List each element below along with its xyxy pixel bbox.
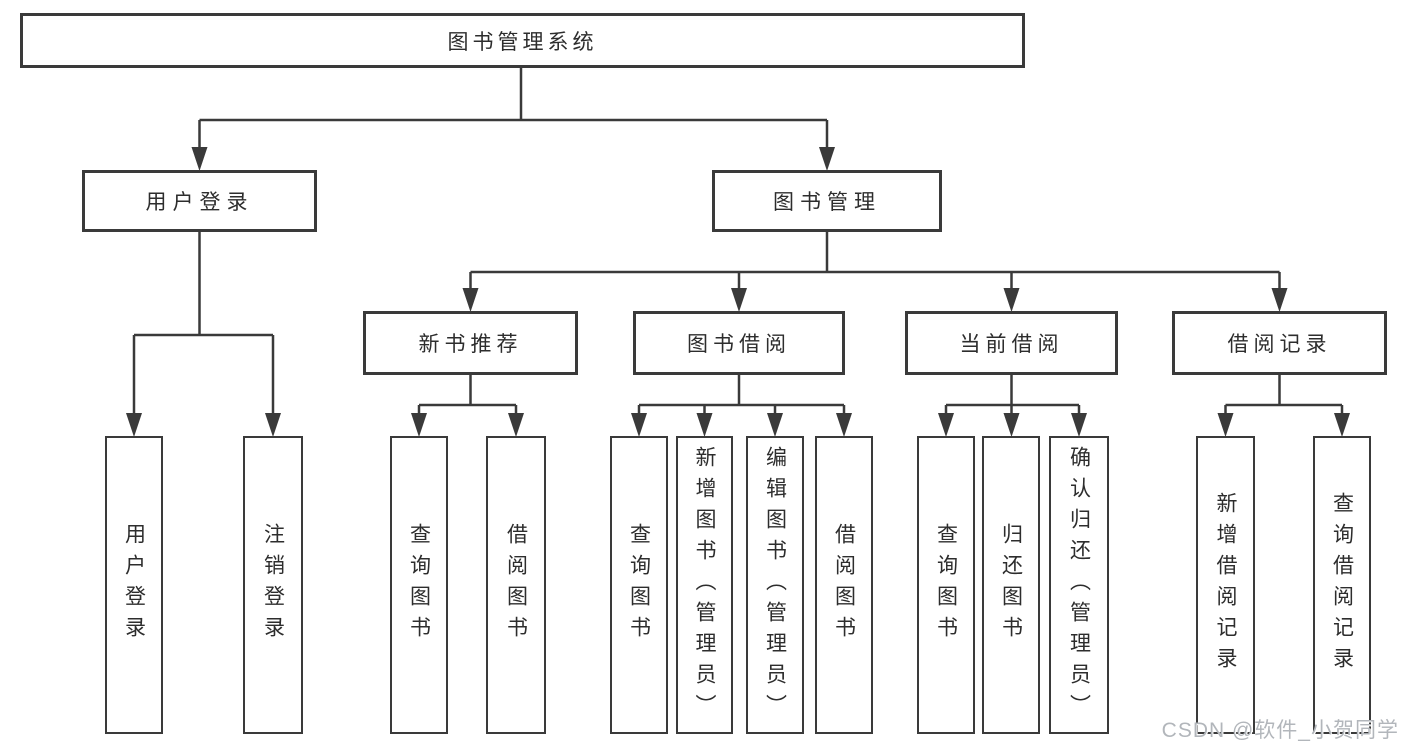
- node-leaf-query-books-3: 查询图书: [917, 436, 975, 734]
- node-label: 借阅图书: [504, 523, 528, 647]
- node-leaf-edit-books-admin: 编辑图书（管理员）: [746, 436, 804, 734]
- node-label: 编辑图书（管理员）: [763, 445, 787, 725]
- node-leaf-return-books: 归还图书: [982, 436, 1040, 734]
- node-label: 归还图书: [999, 523, 1023, 647]
- node-book-management: 图书管理: [712, 170, 942, 232]
- node-leaf-user-login: 用户登录: [105, 436, 163, 734]
- node-label: 用户登录: [145, 191, 254, 214]
- node-label: 用户登录: [122, 523, 146, 647]
- node-current-borrowing: 当前借阅: [905, 311, 1118, 375]
- node-label: 注销登录: [261, 523, 285, 647]
- node-label: 图书管理: [773, 191, 881, 214]
- node-leaf-confirm-return-admin: 确认归还（管理员）: [1049, 436, 1109, 734]
- node-label: 新增图书（管理员）: [693, 445, 716, 725]
- node-borrowing-records: 借阅记录: [1172, 311, 1387, 375]
- node-user-login: 用户登录: [82, 170, 317, 232]
- node-label: 查询图书: [407, 523, 431, 647]
- node-leaf-query-books-1: 查询图书: [390, 436, 448, 734]
- node-library-management-system: 图书管理系统: [20, 13, 1025, 68]
- node-label: 图书借阅: [687, 333, 791, 356]
- arrowheads: [126, 147, 1350, 437]
- node-label: 查询图书: [627, 523, 651, 647]
- node-leaf-borrow-books-1: 借阅图书: [486, 436, 546, 734]
- node-leaf-add-borrow-record: 新增借阅记录: [1196, 436, 1255, 734]
- node-leaf-query-borrow-record: 查询借阅记录: [1313, 436, 1371, 734]
- csdn-watermark: CSDN @软件_小贺同学: [1161, 719, 1399, 742]
- node-label: 查询图书: [934, 523, 958, 647]
- node-leaf-borrow-books-2: 借阅图书: [815, 436, 873, 734]
- node-label: 确认归还（管理员）: [1067, 445, 1091, 725]
- node-label: 查询借阅记录: [1330, 492, 1354, 678]
- node-new-book-recommend: 新书推荐: [363, 311, 578, 375]
- node-leaf-query-books-2: 查询图书: [610, 436, 668, 734]
- node-label: 新书推荐: [418, 333, 523, 356]
- node-leaf-add-books-admin: 新增图书（管理员）: [676, 436, 733, 734]
- node-label: 图书管理系统: [447, 30, 598, 54]
- node-label: 借阅图书: [832, 523, 856, 647]
- node-label: 新增借阅记录: [1214, 492, 1237, 678]
- node-label: 借阅记录: [1227, 333, 1332, 356]
- node-label: 当前借阅: [959, 333, 1064, 356]
- node-leaf-logout: 注销登录: [243, 436, 303, 734]
- node-book-borrowing: 图书借阅: [633, 311, 845, 375]
